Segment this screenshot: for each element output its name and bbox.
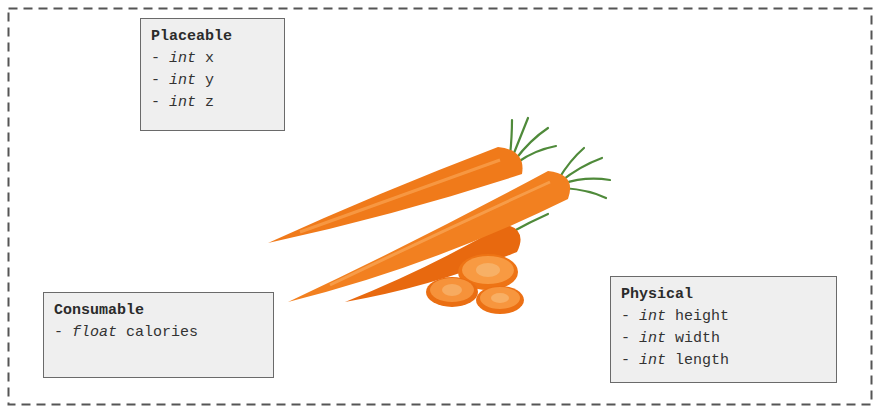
field-line: - int length <box>621 350 826 372</box>
field-line: - int z <box>151 92 274 114</box>
field-line: - float calories <box>54 322 263 344</box>
class-box: Physical- int height- int width- int len… <box>610 276 837 383</box>
field-line: - int height <box>621 306 826 328</box>
field-line: - int width <box>621 328 826 350</box>
field-line: - int y <box>151 70 274 92</box>
class-box: Placeable- int x- int y- int z <box>140 18 285 131</box>
class-name: Placeable <box>151 26 274 48</box>
field-line: - int x <box>151 48 274 70</box>
class-box: Consumable- float calories <box>43 292 274 378</box>
class-name: Consumable <box>54 300 263 322</box>
class-name: Physical <box>621 284 826 306</box>
dashed-border <box>9 9 872 405</box>
carrot-picture <box>268 118 610 314</box>
